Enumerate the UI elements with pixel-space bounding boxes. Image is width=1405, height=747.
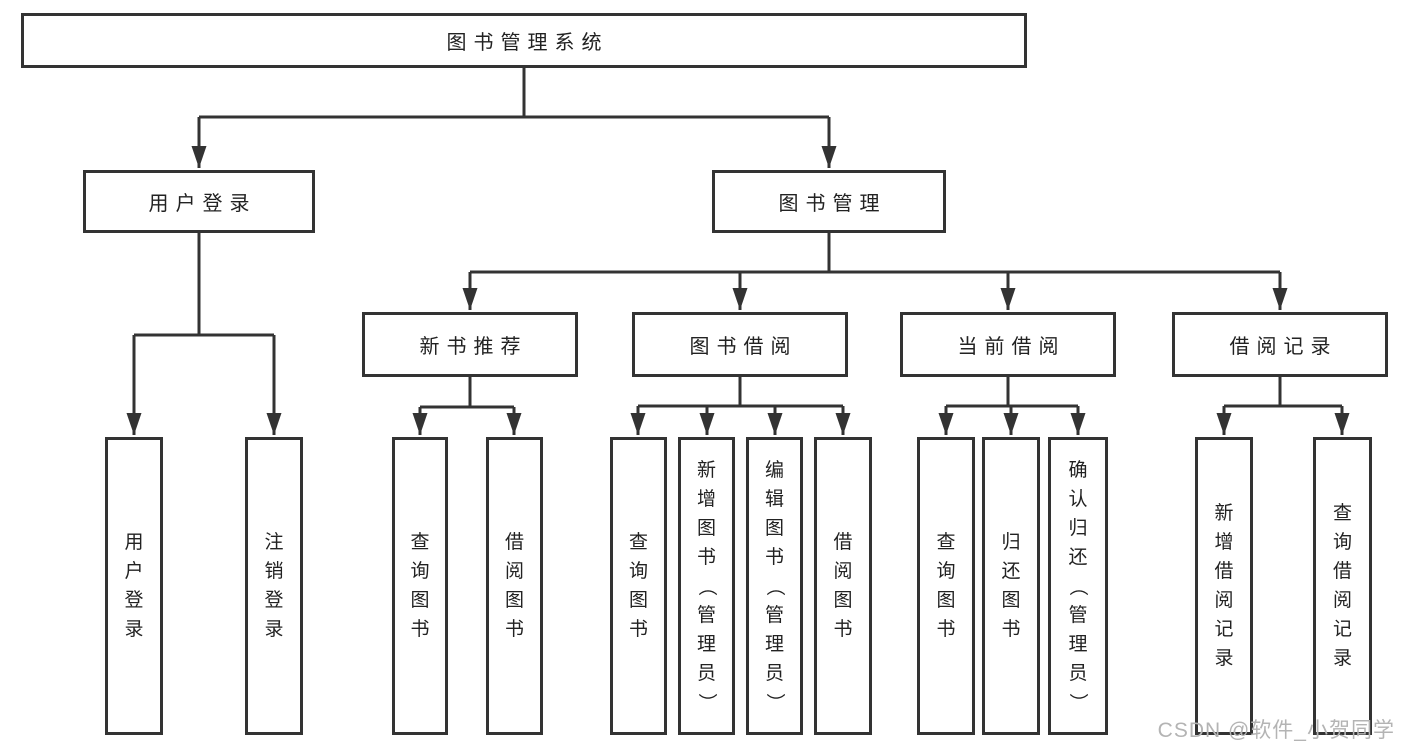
node-root-library-system: 图书管理系统 [21, 13, 1027, 68]
connector-current-borrowing-trunk [946, 377, 1078, 408]
leaf-query-borrow-record: 查询借阅记录 [1313, 437, 1372, 735]
leaf-user-login: 用户登录 [105, 437, 163, 735]
leaf-add-borrow-record: 新增借阅记录 [1195, 437, 1253, 735]
connector-borrow-records-trunk [1224, 377, 1342, 408]
connector-new-book-recommend-trunk [420, 377, 514, 409]
connector-user-login-trunk [134, 233, 274, 337]
leaf-logout: 注销登录 [245, 437, 303, 735]
node-current-borrowing: 当前借阅 [900, 312, 1116, 377]
csdn-watermark: CSDN @软件_小贺同学 [1157, 719, 1395, 742]
leaf-borrow-books-borrowing: 借阅图书 [814, 437, 872, 735]
leaf-edit-books-admin: 编辑图书（管理员） [746, 437, 803, 735]
leaf-return-books: 归还图书 [982, 437, 1040, 735]
leaf-query-books-recommend: 查询图书 [392, 437, 448, 735]
leaf-query-books-borrowing: 查询图书 [610, 437, 667, 735]
node-book-borrowing: 图书借阅 [632, 312, 848, 377]
connector-book-borrowing-trunk [638, 377, 843, 408]
connector-book-management-trunk [470, 233, 1280, 274]
connector-root-trunk [199, 68, 829, 119]
node-new-book-recommend: 新书推荐 [362, 312, 578, 377]
node-borrow-records: 借阅记录 [1172, 312, 1388, 377]
node-user-login: 用户登录 [83, 170, 315, 233]
leaf-query-books-current: 查询图书 [917, 437, 975, 735]
leaf-add-books-admin: 新增图书（管理员） [678, 437, 735, 735]
leaf-borrow-books-recommend: 借阅图书 [486, 437, 543, 735]
leaf-confirm-return-admin: 确认归还（管理员） [1048, 437, 1108, 735]
node-book-management: 图书管理 [712, 170, 946, 233]
